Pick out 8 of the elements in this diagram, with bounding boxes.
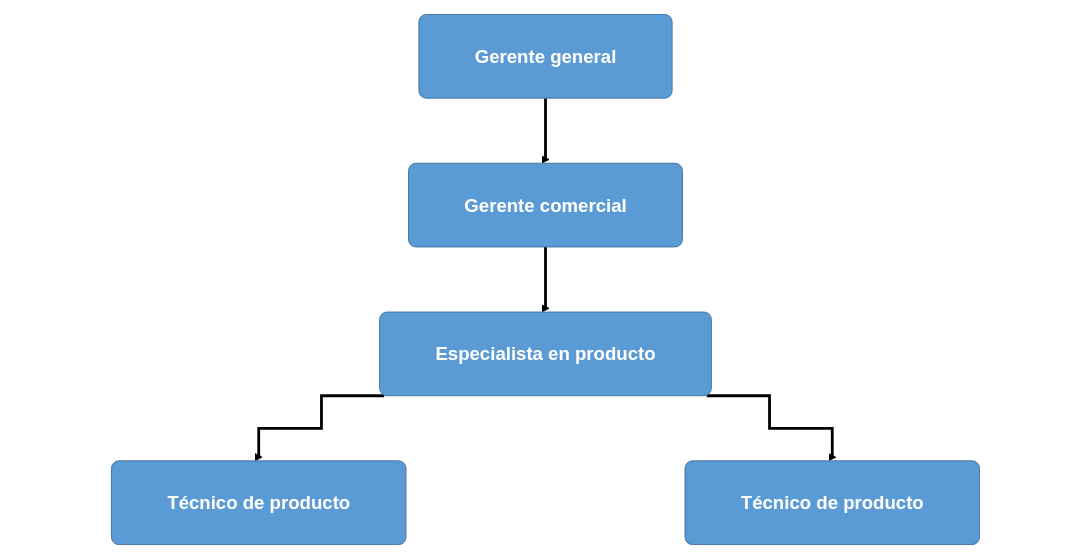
node-box: Gerente general [418, 13, 673, 99]
node-box: Gerente comercial [408, 162, 683, 248]
arrow [254, 394, 385, 462]
node-box: Técnico de producto [684, 460, 980, 546]
node-box: Especialista en producto [379, 311, 712, 397]
node-box: Técnico de producto [111, 460, 407, 546]
arrow [541, 245, 550, 313]
arrow [706, 394, 837, 462]
